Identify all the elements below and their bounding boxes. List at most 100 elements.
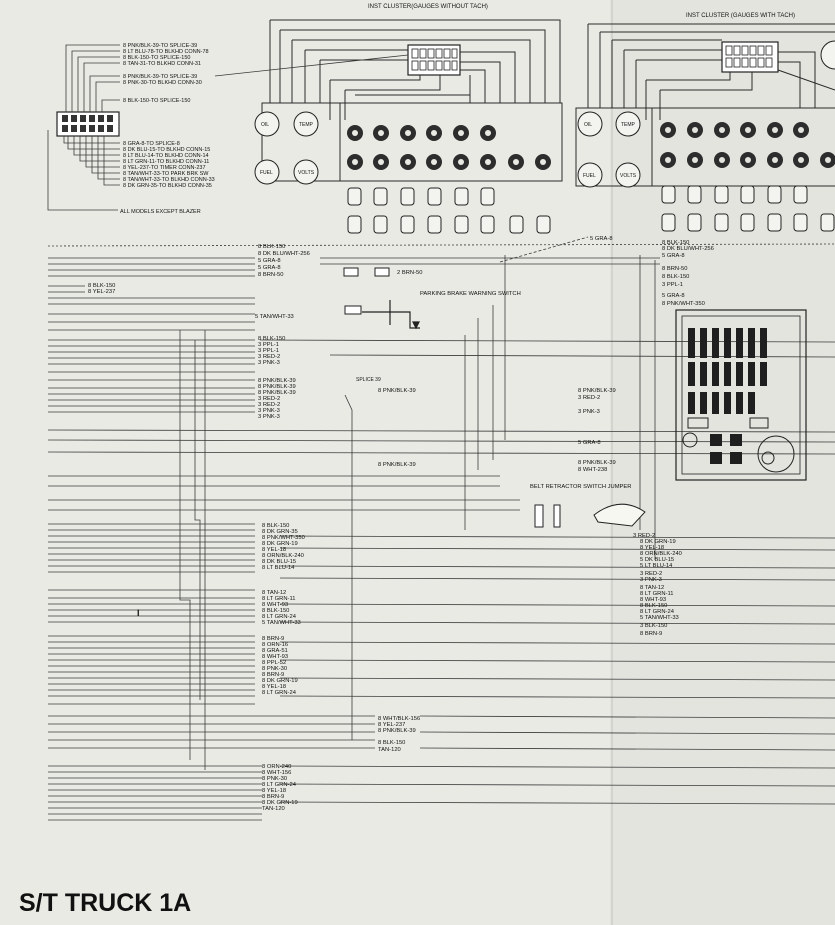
svg-text:8 DK GRN-19: 8 DK GRN-19 [262,800,298,806]
svg-text:TEMP: TEMP [621,122,636,128]
fuse-block [675,309,807,481]
svg-text:8 PNK/BLK-39: 8 PNK/BLK-39 [258,384,296,390]
svg-text:2 BRN-50: 2 BRN-50 [397,270,422,276]
svg-text:TEMP: TEMP [299,122,314,128]
svg-text:SPLICE 39: SPLICE 39 [356,377,381,383]
belt-retractor-icon [593,503,646,527]
svg-text:8 BLK-150: 8 BLK-150 [640,603,667,609]
svg-text:8 DK GRN-35: 8 DK GRN-35 [262,529,298,535]
svg-text:8 TAN-12: 8 TAN-12 [262,590,286,596]
svg-text:5 TAN/WHT-33: 5 TAN/WHT-33 [640,615,679,621]
svg-text:8 BRN-9: 8 BRN-9 [640,631,662,637]
svg-text:8 YEL-18: 8 YEL-18 [262,547,286,553]
svg-text:5 DK BLU-15: 5 DK BLU-15 [640,557,674,563]
svg-text:8 DK GRN-35-TO BLKHD CONN-35: 8 DK GRN-35-TO BLKHD CONN-35 [123,183,212,189]
svg-text:8 LT GRN-24: 8 LT GRN-24 [262,614,297,620]
svg-text:8 PNK-30-TO BLKHD CONN-30: 8 PNK-30-TO BLKHD CONN-30 [123,80,202,86]
svg-text:3 RED-2: 3 RED-2 [258,354,280,360]
svg-text:8 LT BLU-14: 8 LT BLU-14 [262,565,295,571]
svg-text:3 RED-2: 3 RED-2 [258,402,280,408]
parking-brake-switch-label: PARKING BRAKE WARNING SWITCH [420,291,521,297]
svg-text:5 GRA-8: 5 GRA-8 [578,440,601,446]
svg-text:8 LT BLU-14-TO BLKHD CONN-14: 8 LT BLU-14-TO BLKHD CONN-14 [123,153,209,159]
svg-text:I: I [137,608,140,618]
svg-text:8 WHT-238: 8 WHT-238 [578,467,607,473]
svg-text:8 DK GRN-19: 8 DK GRN-19 [262,541,298,547]
svg-text:OIL: OIL [261,122,269,128]
svg-text:5 GRA-8: 5 GRA-8 [662,253,685,259]
svg-text:8 LT GRN-11-TO BLKHD CONN-11: 8 LT GRN-11-TO BLKHD CONN-11 [123,159,209,165]
oil-gauge-icon [254,111,280,137]
inline-components [343,267,646,528]
svg-text:8 PNK/BLK-39: 8 PNK/BLK-39 [378,388,416,394]
svg-text:8 LT GRN-24: 8 LT GRN-24 [262,782,297,788]
svg-text:TAN-120: TAN-120 [262,806,285,812]
svg-text:5 GRA-8: 5 GRA-8 [662,293,685,299]
svg-text:8 YEL-18: 8 YEL-18 [262,684,286,690]
svg-text:8 ORN/BLK-240: 8 ORN/BLK-240 [262,553,304,559]
svg-text:5 GRA-8: 5 GRA-8 [258,258,281,264]
svg-text:8 BRN-50: 8 BRN-50 [662,266,687,272]
all-models-note: ALL MODELS EXCEPT BLAZER [120,209,201,215]
right-side-labels: 8 BLK-150 8 DK BLU/WHT-256 5 GRA-8 8 BRN… [578,240,714,637]
svg-text:8 BLK-150-TO SPLICE-150: 8 BLK-150-TO SPLICE-150 [123,55,190,61]
svg-text:3 RED-2: 3 RED-2 [640,571,662,577]
svg-text:5 TAN/WHT-33: 5 TAN/WHT-33 [255,314,294,320]
svg-text:8 PNK-30: 8 PNK-30 [262,666,287,672]
svg-text:8 LT GRN-24: 8 LT GRN-24 [640,609,675,615]
harness-labels: 8 BLK-150 8 DK BLU/WHT-256 5 GRA-8 5 GRA… [88,236,631,812]
svg-text:8 YEL-18: 8 YEL-18 [262,788,286,794]
svg-text:8 PNK/BLK-39: 8 PNK/BLK-39 [258,378,296,384]
svg-text:8 TAN/WHT-33-TO BLKHD CONN-33: 8 TAN/WHT-33-TO BLKHD CONN-33 [123,177,215,183]
svg-text:8 DK BLU-15-TO BLKHD CONN-15: 8 DK BLU-15-TO BLKHD CONN-15 [123,147,210,153]
svg-text:8 LT GRN-11: 8 LT GRN-11 [262,596,296,602]
svg-text:8 GRA-8-TO SPLICE-8: 8 GRA-8-TO SPLICE-8 [123,141,180,147]
svg-text:8 YEL-18: 8 YEL-18 [640,545,664,551]
svg-text:8 YEL-237: 8 YEL-237 [378,722,405,728]
belt-retractor-label: BELT RETRACTOR SWITCH JUMPER [530,484,631,490]
svg-text:8 BRN-9: 8 BRN-9 [262,794,284,800]
svg-text:8 BLK-150: 8 BLK-150 [262,523,289,529]
svg-text:8 BLK-150: 8 BLK-150 [662,240,689,246]
svg-text:8 DK GRN-19: 8 DK GRN-19 [640,539,676,545]
svg-text:3 PNK-3: 3 PNK-3 [258,414,280,420]
svg-text:8 PNK/BLK-39: 8 PNK/BLK-39 [578,460,616,466]
svg-text:3 RED-2: 3 RED-2 [578,395,600,401]
svg-text:8 WHT/BLK-156: 8 WHT/BLK-156 [378,716,420,722]
svg-text:8 DK BLU-15: 8 DK BLU-15 [262,559,296,565]
svg-text:FUEL: FUEL [260,170,273,176]
svg-text:5 LT BLU-14: 5 LT BLU-14 [640,563,673,569]
svg-text:8 YEL-237-TO TIMER CONN-237: 8 YEL-237-TO TIMER CONN-237 [123,165,206,171]
svg-text:8 WHT-93: 8 WHT-93 [640,597,666,603]
svg-text:8 BLK-150-TO SPLICE-150: 8 BLK-150-TO SPLICE-150 [123,98,190,104]
svg-text:8 BLK-150: 8 BLK-150 [258,244,285,250]
svg-text:8 ORN-240: 8 ORN-240 [262,764,291,770]
cluster-with-tach: INST CLUSTER (GAUGES WITH TACH) OIL TEMP [575,13,835,232]
svg-text:3 PNK-3: 3 PNK-3 [640,577,662,583]
cluster-a-housing [261,102,563,182]
svg-text:8 TAN/WHT-33-TO PARK BRK SW: 8 TAN/WHT-33-TO PARK BRK SW [123,171,209,177]
fuel-gauge-icon [254,159,280,185]
svg-text:8 WHT-93: 8 WHT-93 [262,654,288,660]
temp-gauge-icon [293,111,319,137]
svg-text:8 DK BLU/WHT-256: 8 DK BLU/WHT-256 [258,251,310,257]
svg-text:3 PNK-3: 3 PNK-3 [258,408,280,414]
lamp-sockets [347,187,551,234]
svg-text:8 PNK/WHT-350: 8 PNK/WHT-350 [662,301,705,307]
svg-text:8 BRN-9: 8 BRN-9 [262,636,284,642]
svg-text:8 DK BLU/WHT-256: 8 DK BLU/WHT-256 [662,246,714,252]
svg-text:3 PPL-1: 3 PPL-1 [662,282,683,288]
svg-text:8 PNK/BLK-39: 8 PNK/BLK-39 [258,390,296,396]
svg-text:8 BRN-9: 8 BRN-9 [262,672,284,678]
svg-text:TAN-120: TAN-120 [378,747,401,753]
svg-text:FUEL: FUEL [583,173,596,179]
cluster-a-title: INST CLUSTER(GAUGES WITHOUT TACH) [368,4,488,10]
svg-text:8 BLK-150: 8 BLK-150 [262,608,289,614]
svg-text:3 RED-2: 3 RED-2 [633,533,655,539]
svg-text:8 LT BLU-78-TO BLKHD CONN-78: 8 LT BLU-78-TO BLKHD CONN-78 [123,49,209,55]
svg-text:5 GRA-8: 5 GRA-8 [258,265,281,271]
svg-text:VOLTS: VOLTS [620,173,637,179]
svg-text:5 TAN/WHT-33: 5 TAN/WHT-33 [262,620,301,626]
svg-text:8 BRN-50: 8 BRN-50 [258,272,283,278]
svg-text:8 BLK-150: 8 BLK-150 [88,283,115,289]
